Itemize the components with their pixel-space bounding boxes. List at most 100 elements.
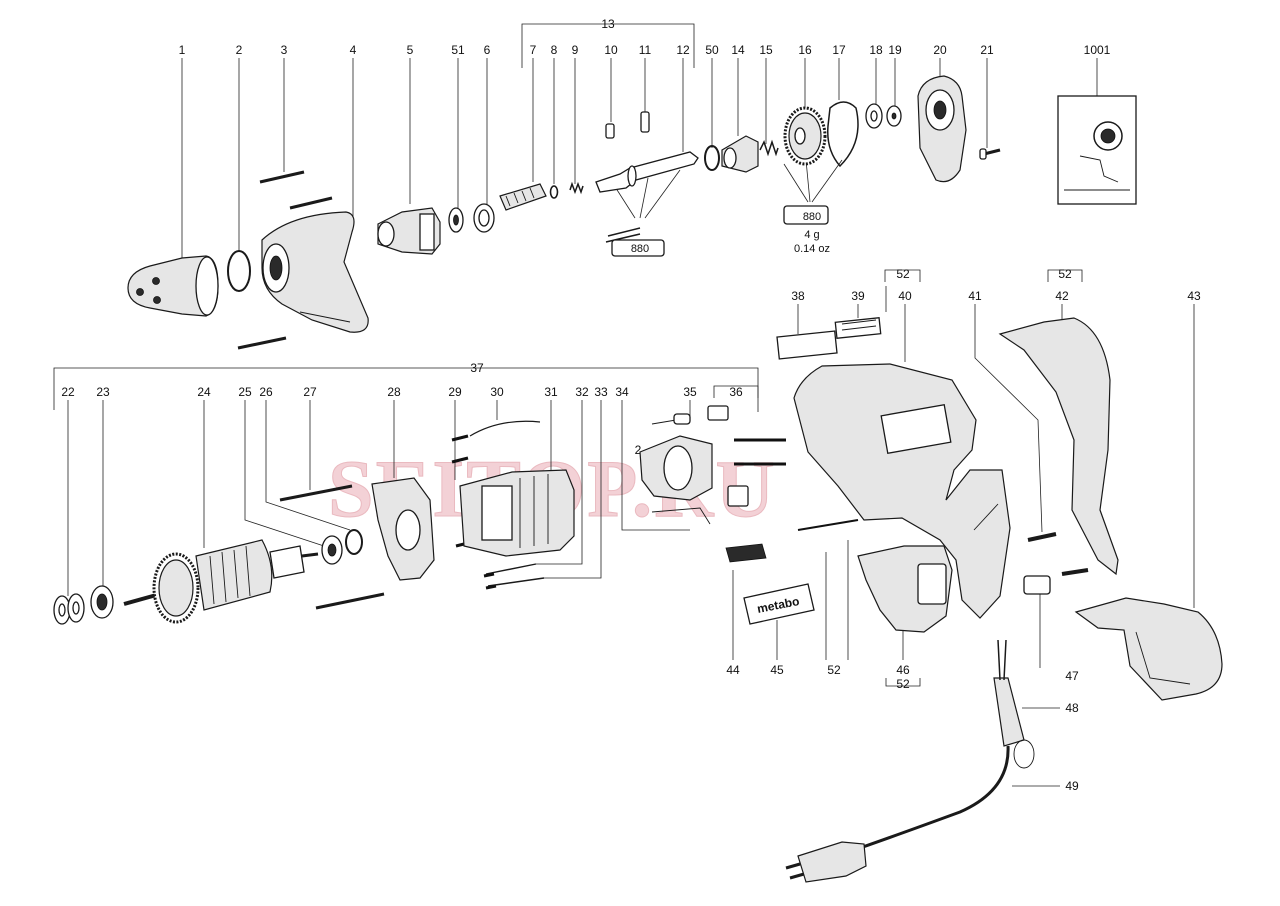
part-grease-tube-2: 880 4 g 0.14 oz — [783, 205, 830, 255]
label-15: 15 — [759, 43, 773, 57]
label-30: 30 — [490, 385, 504, 399]
part-16-gear — [783, 106, 827, 166]
part-22-washers — [53, 593, 85, 625]
label-13: 13 — [601, 17, 615, 31]
part-1-chuck — [127, 255, 219, 317]
part-26-ring — [345, 529, 363, 555]
label-50: 50 — [705, 43, 719, 57]
part-18-bearing — [865, 103, 883, 129]
part-43-side-handle — [1074, 597, 1223, 701]
label-44: 44 — [726, 663, 740, 677]
label-8: 8 — [551, 43, 558, 57]
label-34: 34 — [615, 385, 629, 399]
label-20: 20 — [933, 43, 947, 57]
part-50-ring — [704, 145, 720, 171]
leader-lines-top — [181, 23, 1098, 258]
part-34-brush-carrier — [639, 435, 713, 525]
part-46-switch — [797, 519, 953, 633]
part-32-33-wires — [483, 563, 545, 590]
label-39: 39 — [851, 289, 865, 303]
label-52-top-left: 52 — [896, 267, 910, 281]
part-17-o-ring — [827, 101, 859, 168]
grease-label-2: 880 — [803, 211, 821, 223]
part-36-brushes — [707, 405, 786, 507]
label-31: 31 — [544, 385, 558, 399]
label-14: 14 — [731, 43, 745, 57]
grease-amount: 4 g — [804, 229, 819, 241]
part-23-bearing — [90, 585, 114, 619]
part-15-spring — [759, 139, 779, 157]
part-38-label — [776, 330, 838, 360]
label-38: 38 — [791, 289, 805, 303]
part-5-spindle-sleeve — [377, 207, 441, 255]
bracket-37: 37 — [53, 361, 759, 412]
label-24: 24 — [197, 385, 211, 399]
part-8-ring — [549, 185, 559, 199]
label-52-bottom: 52 — [827, 663, 841, 677]
part-6-bearing — [473, 203, 495, 233]
label-41: 41 — [968, 289, 982, 303]
label-4: 4 — [350, 43, 357, 57]
label-48: 48 — [1065, 701, 1079, 715]
part-12-spindle — [595, 151, 699, 193]
part-30-wire — [469, 420, 541, 437]
part-51-washer — [448, 207, 464, 233]
label-37: 37 — [470, 361, 484, 375]
label-11: 11 — [639, 43, 652, 57]
label-18: 18 — [869, 43, 883, 57]
part-24-armature — [123, 539, 319, 624]
part-40-motor-housing — [793, 363, 1011, 619]
part-47-clip — [1023, 575, 1051, 595]
label-6: 6 — [484, 43, 491, 57]
label-3: 3 — [281, 43, 288, 57]
label-52-top-right: 52 — [1058, 267, 1072, 281]
part-19-washer — [886, 105, 902, 127]
grease-amount-oz: 0.14 oz — [794, 243, 830, 255]
label-52-under-46: 52 — [896, 677, 910, 691]
part-41-screws — [1027, 532, 1089, 576]
label-42: 42 — [1055, 289, 1069, 303]
label-36: 36 — [729, 385, 743, 399]
part-7-spring — [499, 183, 547, 211]
part-28-brush-holder — [371, 477, 435, 581]
part-42-handle-half — [998, 317, 1119, 576]
labels-middle: 22 23 24 25 26 27 28 29 30 31 32 33 34 3… — [61, 267, 1201, 793]
part-11-pin — [640, 111, 650, 133]
part-39-label — [834, 317, 882, 339]
part-35-capacitor — [651, 413, 691, 425]
label-51: 51 — [451, 43, 465, 57]
labels-top: 1 2 3 4 5 51 6 7 8 9 10 11 12 13 50 14 1… — [179, 17, 1111, 57]
label-5: 5 — [407, 43, 414, 57]
label-46: 46 — [896, 663, 910, 677]
label-32: 32 — [575, 385, 589, 399]
part-4-gear-housing — [261, 211, 369, 333]
leader-lines-middle — [67, 269, 1195, 787]
label-43: 43 — [1187, 289, 1201, 303]
label-16: 16 — [798, 43, 812, 57]
label-23: 23 — [96, 385, 110, 399]
part-48-cable-guard — [993, 639, 1035, 769]
label-27: 27 — [303, 385, 317, 399]
label-1001: 1001 — [1084, 43, 1111, 57]
part-14-coupling — [721, 135, 759, 173]
label-21: 21 — [980, 43, 994, 57]
label-2: 2 — [236, 43, 243, 57]
part-10-pin — [605, 123, 615, 139]
part-1001-detail-box — [1057, 95, 1137, 205]
label-26: 26 — [259, 385, 273, 399]
part-3-screws — [237, 170, 333, 350]
label-40: 40 — [898, 289, 912, 303]
label-12: 12 — [676, 43, 690, 57]
label-22: 22 — [61, 385, 75, 399]
part-25-bearing — [321, 535, 343, 565]
part-21-screw — [979, 148, 1001, 160]
label-45: 45 — [770, 663, 784, 677]
label-47: 47 — [1065, 669, 1079, 683]
part-44-switch-knob — [725, 543, 767, 563]
part-2-ring — [227, 250, 251, 292]
label-33: 33 — [594, 385, 608, 399]
label-1: 1 — [179, 43, 186, 57]
part-31-stator — [459, 469, 575, 557]
part-20-gear-cover — [917, 75, 967, 183]
